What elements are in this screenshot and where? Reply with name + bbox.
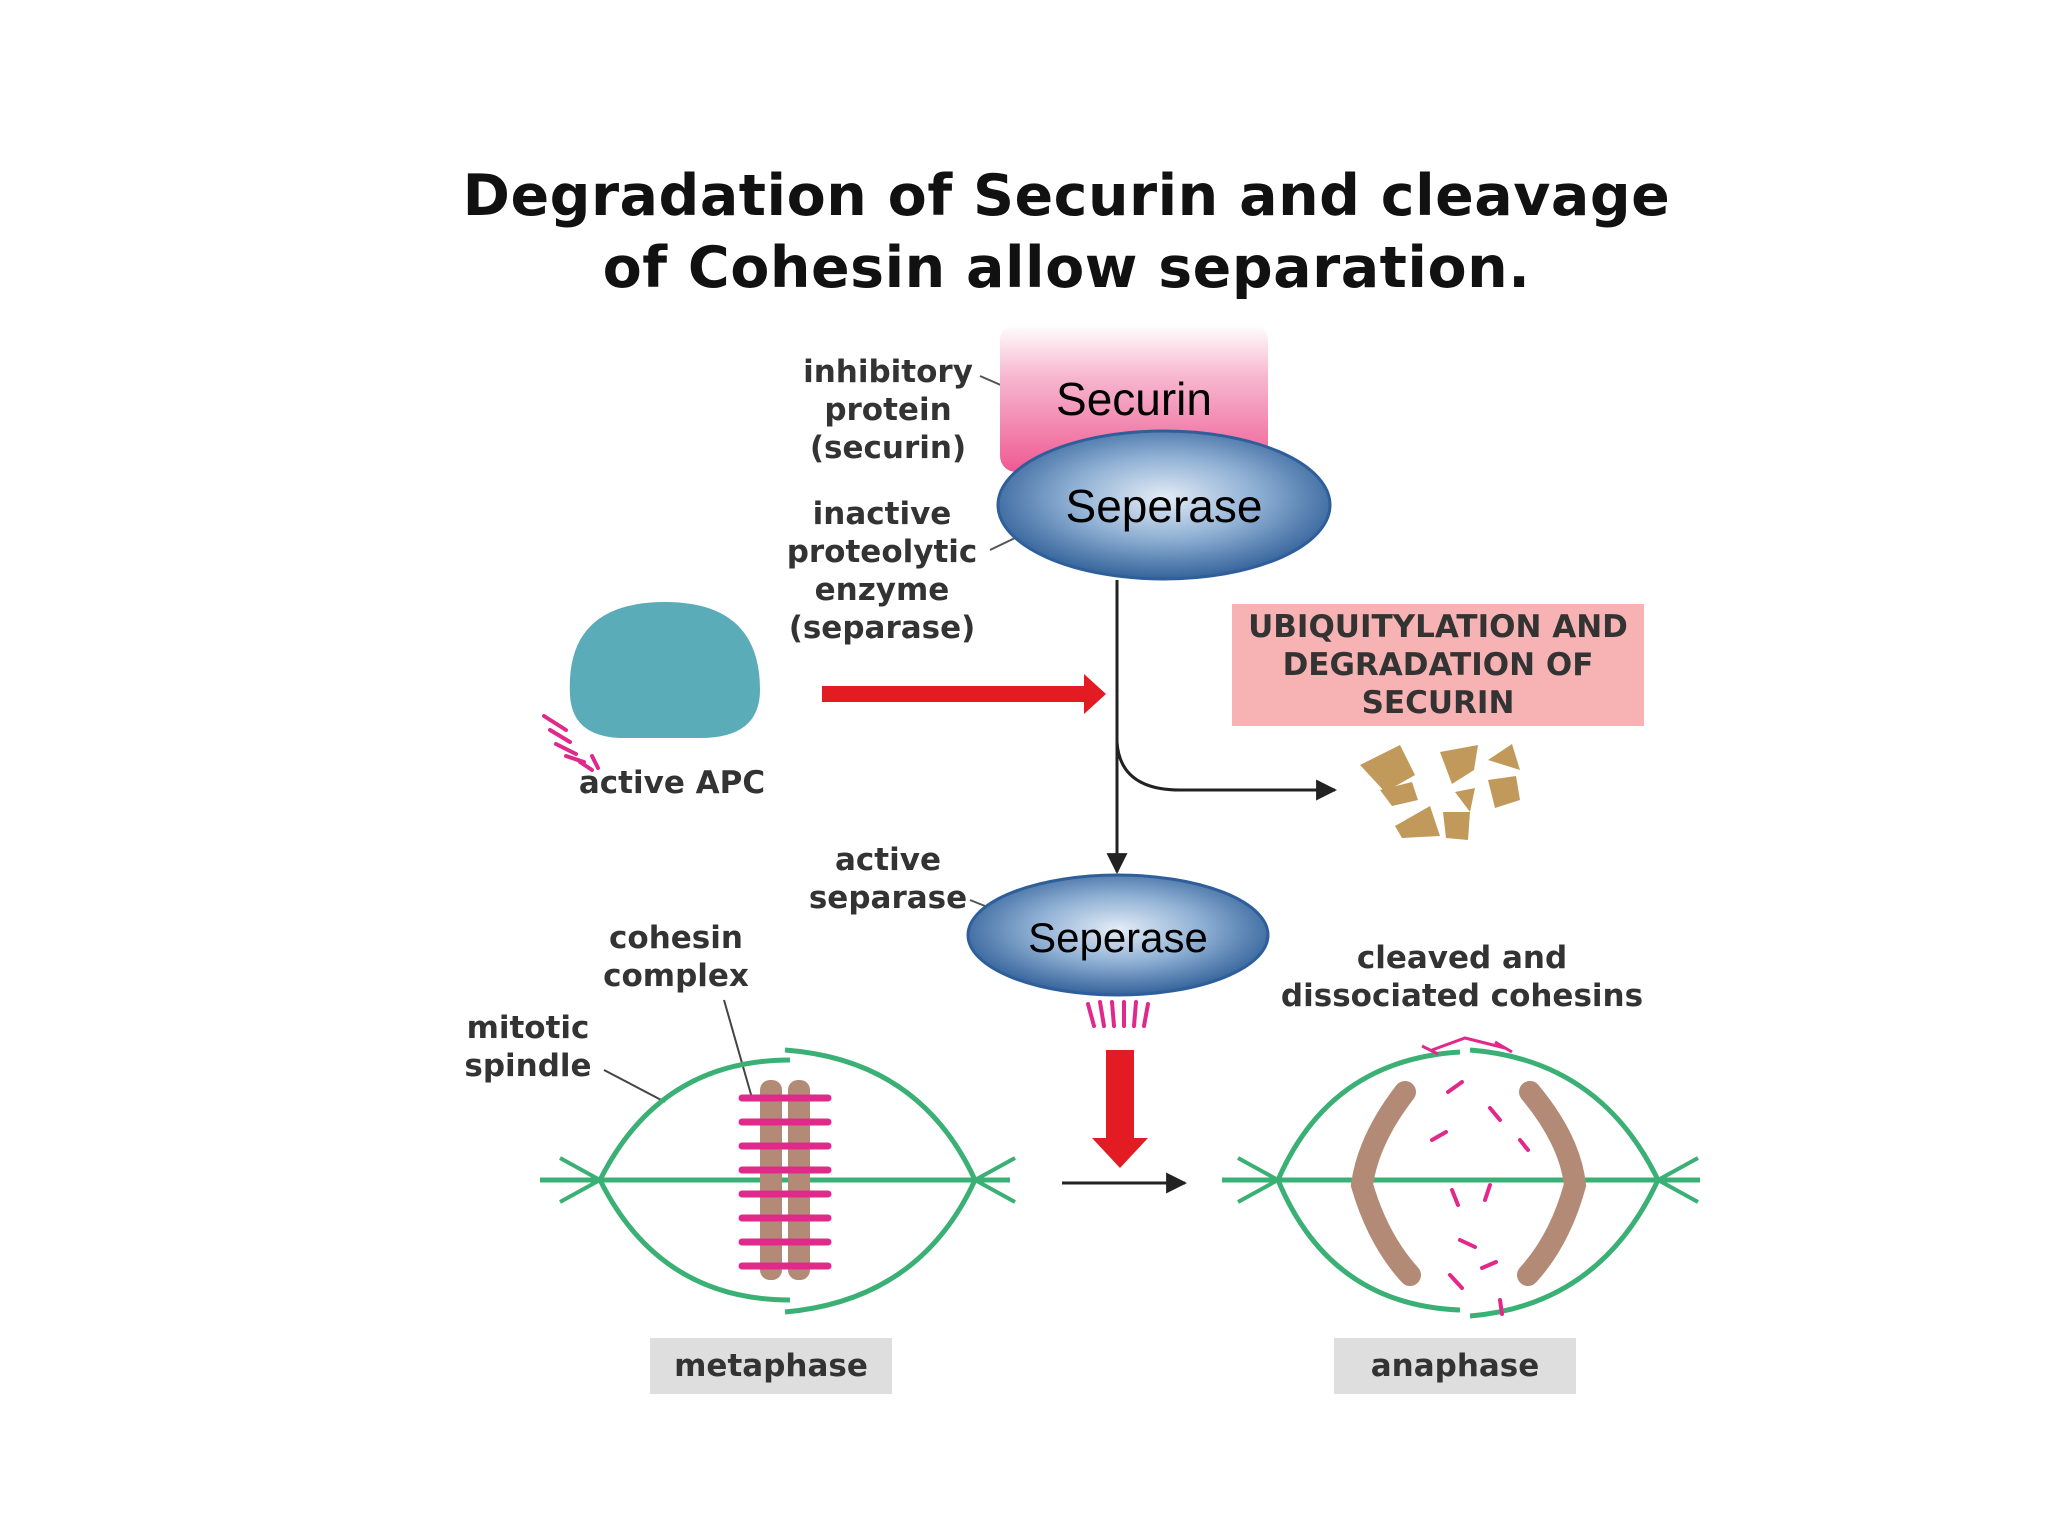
label-line: complex [603,958,749,994]
label-metaphase: metaphase [674,1348,868,1384]
label-line: active [835,842,941,878]
label-line: mitotic [467,1010,590,1046]
label-cohesin-complex: cohesin complex [603,920,749,994]
label-inactive-enzyme: inactive proteolytic enzyme (separase) [787,496,978,646]
leader-line-cohesin [723,999,753,1099]
anaphase-cell [1222,1036,1700,1319]
slide-title: Degradation of Securin and cleavage of C… [0,163,2048,301]
cleaved-cohesins [1430,1080,1530,1316]
label-line: separase [809,880,967,916]
label-line: proteolytic [787,534,978,570]
leader-line-separase [989,537,1016,551]
label-line: cohesin [609,920,743,956]
anaphase-chromosomes [1350,1081,1587,1286]
box-line: SECURIN [1362,685,1515,721]
leader-line-spindle [603,1069,666,1103]
label-line: dissociated cohesins [1281,978,1643,1014]
red-arrow-horizontal [822,674,1106,714]
anaphase-label-box [1334,1338,1576,1394]
title-line-2: of Cohesin allow separation. [602,235,1531,301]
label-active-separase: active separase [809,842,967,916]
metaphase-label-box [650,1338,892,1394]
label-inhibitory-protein: inhibitory protein (securin) [803,354,973,466]
ubiquitylation-box [1232,604,1644,726]
label-line: (securin) [810,430,966,466]
label-line: inactive [813,496,952,532]
red-arrow-down [1092,1050,1148,1168]
label-active-apc: active APC [579,765,765,801]
box-line: UBIQUITYLATION AND [1248,609,1628,645]
metaphase-chromosomes [738,1080,832,1280]
label-anaphase: anaphase [1371,1348,1540,1384]
label-line: protein [824,392,951,428]
apc-shape [569,602,760,738]
securin-label: Securin [1056,373,1212,425]
separase-spikes [1086,1000,1150,1028]
separase-ellipse-inactive [996,429,1332,581]
pathway-branch-curve [1115,741,1338,801]
title-line-1: Degradation of Securin and cleavage [462,163,1671,229]
securin-fragments [1360,744,1520,840]
label-line: enzyme [815,572,950,608]
label-line: spindle [464,1048,591,1084]
anaphase-spindle [1222,1047,1700,1319]
label-mitotic-spindle: mitotic spindle [464,1010,591,1084]
label-line: inhibitory [803,354,973,390]
label-line: (separase) [789,610,976,646]
ubiquitin-spikes [542,714,600,772]
label-cleaved-cohesins: cleaved and dissociated cohesins [1281,940,1643,1014]
separase-label-active: Seperase [1028,914,1208,961]
leader-line-securin [979,375,1004,387]
cleaved-bracket [1421,1036,1513,1056]
box-line: DEGRADATION OF [1283,647,1594,683]
metaphase-cell [540,1047,1016,1315]
separase-ellipse-active [966,873,1270,997]
label-line: cleaved and [1357,940,1567,976]
separase-label-inactive: Seperase [1066,480,1263,532]
